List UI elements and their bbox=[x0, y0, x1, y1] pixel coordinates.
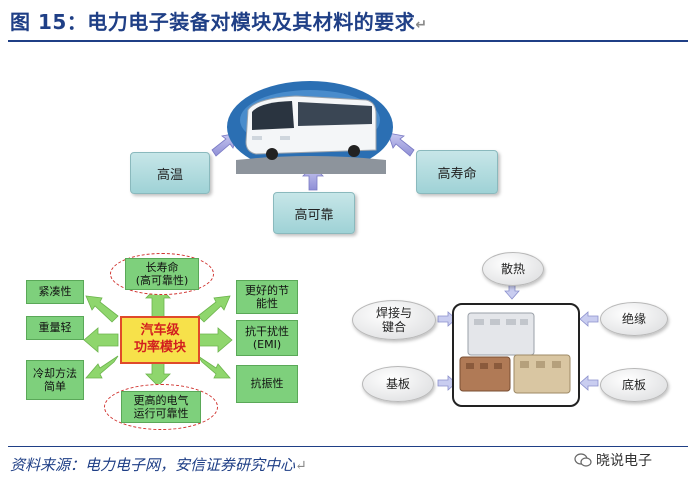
substrate-text: 基板 bbox=[386, 377, 410, 391]
arrow-from-insulation bbox=[580, 312, 598, 326]
source-return-mark: ↵ bbox=[295, 458, 307, 474]
insulation-text: 绝缘 bbox=[622, 312, 646, 326]
power-module-image bbox=[452, 303, 580, 407]
watermark: 晓说电子 bbox=[574, 450, 652, 470]
welding-bonding-text: 焊接与 键合 bbox=[376, 306, 412, 335]
heat-dissipation-text: 散热 bbox=[501, 262, 525, 276]
arrow-from-baseplate bbox=[580, 376, 598, 390]
node-heat-dissipation: 散热 bbox=[482, 252, 544, 286]
footer-divider bbox=[8, 446, 688, 447]
wechat-icon bbox=[574, 453, 592, 467]
node-substrate: 基板 bbox=[362, 366, 434, 402]
watermark-text: 晓说电子 bbox=[596, 450, 652, 470]
source-text: 资料来源：电力电子网，安信证券研究中心 bbox=[10, 456, 295, 474]
node-baseplate: 底板 bbox=[600, 368, 668, 402]
baseplate-text: 底板 bbox=[622, 378, 646, 392]
source-note: 资料来源：电力电子网，安信证券研究中心↵ bbox=[10, 454, 307, 475]
node-welding-bonding: 焊接与 键合 bbox=[352, 300, 436, 340]
node-insulation: 绝缘 bbox=[600, 302, 668, 336]
